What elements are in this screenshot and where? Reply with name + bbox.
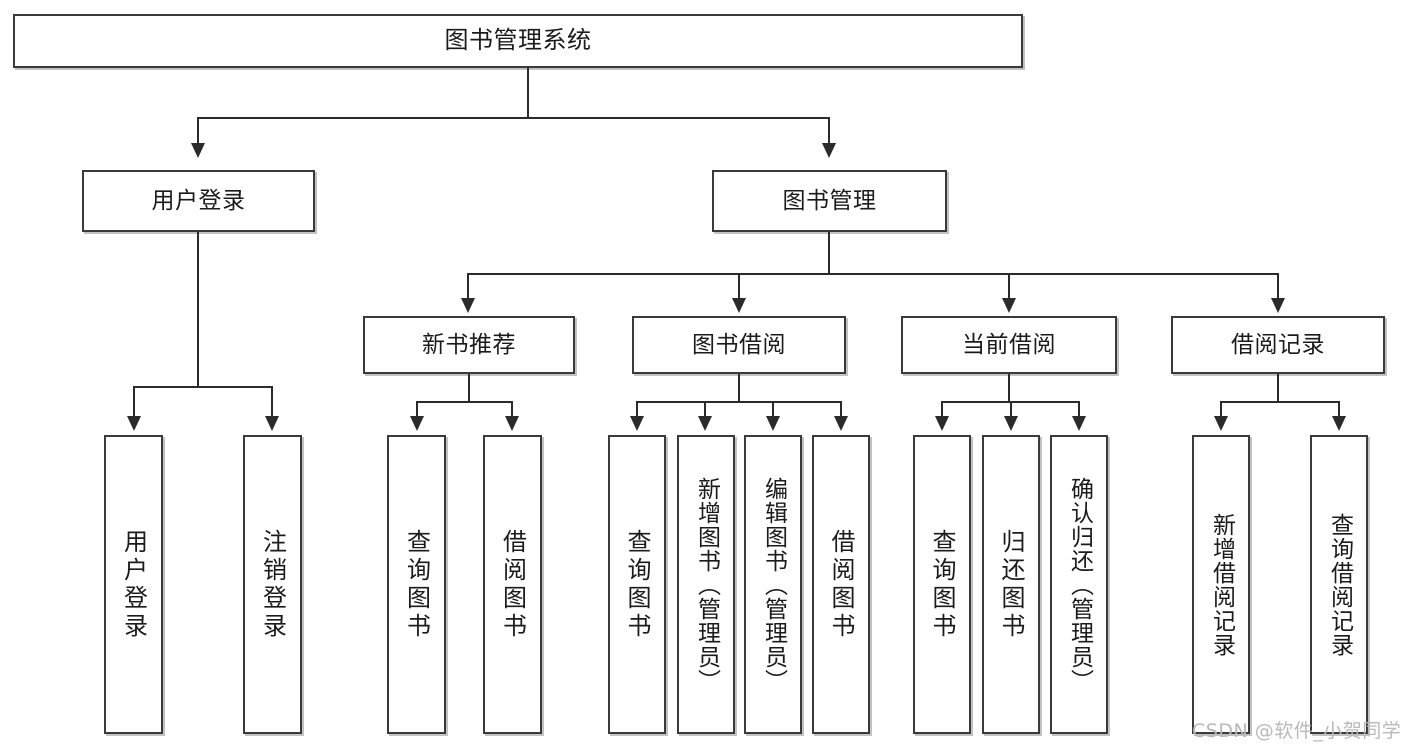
leaf-node-add-borrow-record[interactable]: 新增借阅记录: [1192, 435, 1250, 734]
connector-borrow-branch-1: [636, 401, 638, 418]
connector-new-books-stem: [468, 374, 470, 402]
node-label: 查询图书: [928, 528, 956, 641]
leaf-node-add-book-admin[interactable]: 新增图书（管理员）: [677, 435, 735, 734]
connector-book-mgmt-stem: [828, 232, 830, 274]
node-label: 图书管理: [782, 187, 877, 214]
node-label: 借阅图书: [498, 528, 527, 641]
connector-borrow-record-stem: [1277, 374, 1279, 402]
connector-current-borrow-branch-3: [1078, 401, 1080, 418]
connector-borrow-record-bus: [1220, 401, 1339, 403]
arrowhead-to-current-borrow: [1002, 298, 1016, 313]
connector-borrow-branch-4: [840, 401, 842, 418]
node-label: 注销登录: [258, 528, 287, 641]
node-label: 当前借阅: [962, 331, 1056, 358]
watermark-text: CSDN @软件_小贺同学: [1192, 720, 1402, 742]
node-user-login[interactable]: 用户登录: [82, 170, 315, 232]
leaf-node-borrow-books-1[interactable]: 借阅图书: [483, 435, 542, 734]
leaf-node-user-login[interactable]: 用户登录: [104, 435, 163, 734]
connector-to-new-books: [467, 273, 469, 300]
node-label: 新增图书（管理员）: [693, 476, 720, 693]
connector-root-stem: [527, 68, 529, 118]
node-label: 归还图书: [997, 528, 1025, 641]
node-label: 编辑图书（管理员）: [760, 476, 787, 693]
leaf-node-return-books[interactable]: 归还图书: [982, 435, 1040, 734]
arrowhead-to-borrow-record: [1271, 298, 1285, 313]
connector-current-borrow-branch-1: [941, 401, 943, 418]
node-book-management[interactable]: 图书管理: [712, 170, 947, 232]
leaf-node-query-books-2[interactable]: 查询图书: [608, 435, 666, 734]
arrowhead-leaf-4: [505, 416, 519, 431]
arrowhead-to-new-books: [461, 298, 475, 313]
leaf-node-query-books-3[interactable]: 查询图书: [913, 435, 971, 734]
connector-user-login-stem: [197, 232, 199, 387]
leaf-node-confirm-return-admin[interactable]: 确认归还（管理员）: [1050, 435, 1108, 734]
connector-to-user-login: [197, 117, 199, 145]
node-label: 图书借阅: [692, 331, 786, 358]
connector-user-login-bus: [133, 386, 272, 388]
connector-to-book-mgmt: [828, 117, 830, 145]
node-book-borrow[interactable]: 图书借阅: [632, 316, 846, 374]
leaf-node-query-books-1[interactable]: 查询图书: [387, 435, 446, 734]
arrowhead-leaf-12: [1214, 416, 1228, 431]
arrowhead-leaf-2: [265, 416, 279, 431]
arrowhead-leaf-1: [127, 416, 141, 431]
node-label: 新书推荐: [422, 331, 516, 358]
connector-new-books-bus: [416, 401, 513, 403]
node-label: 查询图书: [623, 528, 651, 641]
arrowhead-leaf-8: [834, 416, 848, 431]
connector-borrow-record-branch-1: [1220, 401, 1222, 418]
connector-new-books-branch-2: [511, 401, 513, 418]
arrowhead-leaf-10: [1004, 416, 1018, 431]
connector-borrow-stem: [738, 374, 740, 402]
node-label: 借阅图书: [827, 528, 855, 641]
arrowhead-leaf-13: [1332, 416, 1346, 431]
arrowhead-to-user-login: [191, 143, 205, 158]
arrowhead-leaf-7: [766, 416, 780, 431]
connector-current-borrow-branch-2: [1010, 401, 1012, 418]
connector-user-login-branch-2: [271, 386, 273, 418]
connector-to-borrow-record: [1277, 273, 1279, 300]
leaf-node-logout[interactable]: 注销登录: [243, 435, 302, 734]
node-label: 查询图书: [402, 528, 431, 641]
arrowhead-leaf-9: [935, 416, 949, 431]
arrowhead-leaf-6: [698, 416, 712, 431]
node-borrow-record[interactable]: 借阅记录: [1171, 316, 1385, 374]
node-label: 新增借阅记录: [1208, 512, 1235, 657]
node-label: 查询借阅记录: [1326, 512, 1353, 657]
connector-borrow-bus: [636, 401, 841, 403]
leaf-node-query-borrow-record[interactable]: 查询借阅记录: [1310, 435, 1368, 734]
connector-level3-bus: [467, 273, 1279, 275]
node-label: 用户登录: [151, 187, 246, 214]
connector-root-bus: [197, 117, 829, 119]
node-label: 借阅记录: [1231, 331, 1325, 358]
connector-to-current-borrow: [1008, 273, 1010, 300]
node-label: 确认归还（管理员）: [1066, 476, 1093, 693]
connector-new-books-branch-1: [416, 401, 418, 418]
arrowhead-leaf-5: [630, 416, 644, 431]
arrowhead-to-borrow: [732, 298, 746, 313]
connector-borrow-branch-3: [772, 401, 774, 418]
node-root-system[interactable]: 图书管理系统: [13, 14, 1023, 68]
node-new-book-recommend[interactable]: 新书推荐: [363, 316, 575, 374]
arrowhead-leaf-11: [1072, 416, 1086, 431]
arrowhead-to-book-mgmt: [822, 143, 836, 158]
connector-borrow-record-branch-2: [1338, 401, 1340, 418]
connector-to-borrow: [738, 273, 740, 300]
leaf-node-borrow-books-2[interactable]: 借阅图书: [812, 435, 870, 734]
node-label: 用户登录: [119, 528, 148, 641]
leaf-node-edit-book-admin[interactable]: 编辑图书（管理员）: [744, 435, 802, 734]
node-current-borrow[interactable]: 当前借阅: [901, 316, 1117, 374]
connector-current-borrow-stem: [1008, 374, 1010, 402]
connector-user-login-branch-1: [133, 386, 135, 418]
node-label: 图书管理系统: [444, 26, 592, 55]
arrowhead-leaf-3: [410, 416, 424, 431]
connector-borrow-branch-2: [704, 401, 706, 418]
